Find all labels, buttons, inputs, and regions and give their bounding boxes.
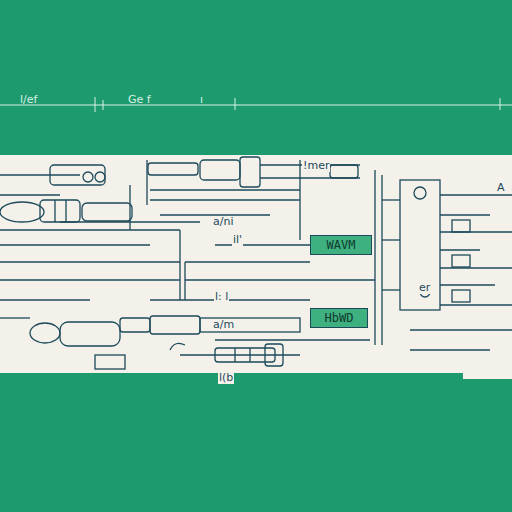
- garbled-label: il': [232, 234, 243, 246]
- white-band: [0, 155, 512, 373]
- garbled-label: A: [496, 182, 506, 194]
- panel-text: WAVM: [327, 238, 356, 252]
- band-step: [463, 373, 512, 379]
- green-panel: HbWD: [310, 308, 368, 328]
- pipe-schematic: [0, 157, 512, 369]
- garbled-label: l/ef: [20, 94, 37, 106]
- garbled-label: ı: [200, 94, 203, 106]
- top-rule: [0, 97, 512, 112]
- garbled-label: !mer: [302, 160, 330, 172]
- garbled-label: l: l: [214, 291, 229, 303]
- green-panel: WAVM: [310, 235, 372, 255]
- garbled-label: a/m: [212, 319, 235, 331]
- panel-text: HbWD: [325, 311, 354, 325]
- garbled-label: er: [418, 282, 431, 294]
- garbled-label: a/ni: [212, 216, 234, 228]
- garbled-label: Ge f: [128, 94, 151, 106]
- garbled-label: l(b: [218, 372, 234, 384]
